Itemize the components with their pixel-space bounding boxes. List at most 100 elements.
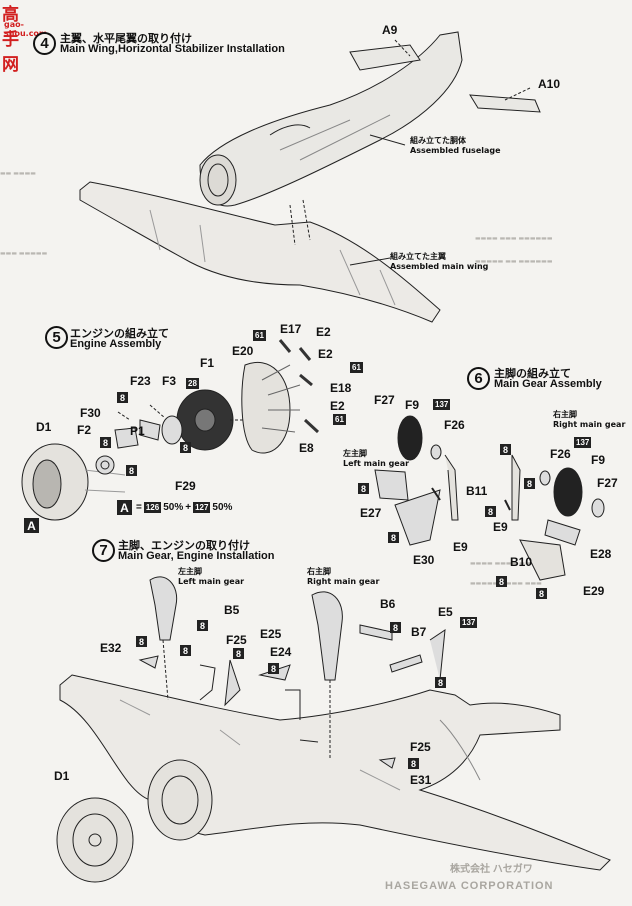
paint-badge-8: 8 — [524, 478, 535, 489]
part-label-e18: E18 — [330, 381, 352, 395]
paint-badge-8: 8 — [536, 588, 547, 599]
part-label-f29: F29 — [175, 479, 196, 493]
part-label-e8: E8 — [299, 441, 314, 455]
step-5-title-jp: エンジンの組み立て — [70, 327, 169, 340]
paint-badge-61: 61 — [253, 330, 266, 341]
part-label-f26: F26 — [444, 418, 465, 432]
right-gear-caption-step7: 右主脚 Right main gear — [307, 567, 379, 587]
left-gear-caption-step7: 左主脚 Left main gear — [178, 567, 244, 587]
watermark-sub: gao-shou.com — [4, 20, 48, 38]
step-5-number: 5 — [45, 326, 68, 349]
paint-badge-8: 8 — [390, 622, 401, 633]
paint-badge-137: 137 — [574, 437, 592, 448]
left-gear-caption-jp: 左主脚 — [343, 449, 367, 458]
formula-color-1: 126 — [143, 502, 162, 513]
paint-badge-61: 61 — [350, 362, 363, 373]
left-gear-caption-en: Left main gear — [343, 459, 410, 468]
footer-company-jp: 株式会社 ハセガワ — [450, 864, 533, 875]
formula-plus: + — [185, 502, 192, 513]
part-label-e30: E30 — [413, 553, 435, 567]
wheel-f9-left-drawing — [397, 415, 423, 461]
formula-percent-2: 50% — [212, 502, 233, 513]
paint-badge-8: 8 — [485, 506, 496, 517]
paint-badge-28: 28 — [186, 378, 199, 389]
fuselage-caption: 組み立てた胴体 Assembled fuselage — [410, 136, 501, 156]
right-gear-caption-step6: 右主脚 Right main gear — [553, 410, 625, 430]
bleed-through-text: ▬▬ ▬▬▬▬ — [0, 170, 36, 177]
wing-caption: 組み立てた主翼 Assembled main wing — [390, 252, 488, 272]
part-label-p1: P1 — [130, 424, 145, 438]
part-label-e25: E25 — [260, 627, 282, 641]
paint-badge-8: 8 — [435, 677, 446, 688]
right-gear-caption-en: Right main gear — [553, 420, 626, 429]
main-wing-drawing — [79, 181, 441, 323]
part-label-e27: E27 — [360, 506, 382, 520]
step-7-title-en: Main Gear, Engine Installation — [118, 550, 275, 562]
part-label-b6: B6 — [380, 597, 396, 611]
right-gear-caption-jp: 右主脚 — [307, 567, 331, 576]
part-label-e9: E9 — [453, 540, 468, 554]
paint-badge-8: 8 — [388, 532, 399, 543]
part-label-f25: F25 — [410, 740, 431, 754]
right-gear-caption-jp: 右主脚 — [553, 410, 577, 419]
right-gear-caption-en: Right main gear — [307, 577, 380, 586]
part-label-e29: E29 — [583, 584, 605, 598]
part-label-d1: D1 — [54, 769, 70, 783]
left-gear-caption-step6: 左主脚 Left main gear — [343, 449, 409, 469]
paint-badge-137: 137 — [460, 617, 478, 628]
part-label-e2: E2 — [330, 399, 345, 413]
part-label-b11: B11 — [466, 484, 488, 498]
tailplane-a9-drawing — [349, 44, 421, 71]
part-label-f25: F25 — [226, 633, 247, 647]
part-label-f3: F3 — [162, 374, 177, 388]
step-4-title-jp: 主翼、水平尾翼の取り付け — [60, 32, 192, 45]
part-label-f26: F26 — [550, 447, 571, 461]
paint-badge-8: 8 — [136, 636, 147, 647]
part-label-f23: F23 — [130, 374, 151, 388]
paint-badge-61: 61 — [333, 414, 346, 425]
paint-badge-8: 8 — [180, 645, 191, 656]
part-label-e5: E5 — [438, 605, 453, 619]
bleed-through-text: ▬▬▬▬ ▬▬▬▬ ▬▬▬▬ — [470, 560, 542, 567]
fuselage-nose-step7 — [147, 759, 213, 841]
part-label-e28: E28 — [590, 547, 612, 561]
step-4-number: 4 — [33, 32, 56, 55]
right-gear-step7 — [311, 591, 343, 681]
step-4-title-en: Main Wing,Horizontal Stabilizer Installa… — [60, 43, 285, 55]
paint-badge-8: 8 — [117, 392, 128, 403]
part-label-f9: F9 — [405, 398, 420, 412]
wheel-f9-right-drawing — [553, 467, 583, 517]
paint-badge-8: 8 — [268, 663, 279, 674]
part-label-b7: B7 — [411, 625, 427, 639]
part-label-d1: D1 — [36, 420, 52, 434]
wing-caption-en: Assembled main wing — [390, 262, 489, 271]
part-label-b5: B5 — [224, 603, 240, 617]
paint-badge-137: 137 — [433, 399, 451, 410]
paint-badge-8: 8 — [100, 437, 111, 448]
footer-company-en: HASEGAWA CORPORATION — [385, 880, 554, 892]
paint-badge-8: 8 — [358, 483, 369, 494]
formula-color-2: 127 — [193, 502, 211, 513]
step-7-title-jp: 主脚、エンジンの取り付け — [118, 539, 250, 552]
part-label-a9: A9 — [382, 23, 398, 37]
cowling-d1-step7 — [56, 797, 134, 883]
part-label-b10: B10 — [510, 555, 533, 569]
left-gear-caption-en: Left main gear — [178, 577, 245, 586]
paint-mix-formula: = 126 50% + 127 50% — [136, 502, 232, 513]
paint-badge-8: 8 — [233, 648, 244, 659]
paint-mix-badge-a: A — [117, 500, 132, 515]
step-7-number: 7 — [92, 539, 115, 562]
step-5-title-en: Engine Assembly — [70, 338, 162, 350]
formula-equals: = — [136, 502, 142, 513]
step-6-number: 6 — [467, 367, 490, 390]
step-6-title-jp: 主脚の組み立て — [494, 367, 571, 380]
paint-badge-8: 8 — [197, 620, 208, 631]
paint-badge-8: 8 — [126, 465, 137, 476]
left-gear-caption-jp: 左主脚 — [178, 567, 202, 576]
watermark-main: 高手网 — [2, 5, 20, 75]
fuselage-drawing — [199, 31, 463, 207]
part-label-f9: F9 — [591, 453, 606, 467]
bleed-through-text: ▬▬▬ ▬▬▬▬▬ — [0, 250, 48, 257]
